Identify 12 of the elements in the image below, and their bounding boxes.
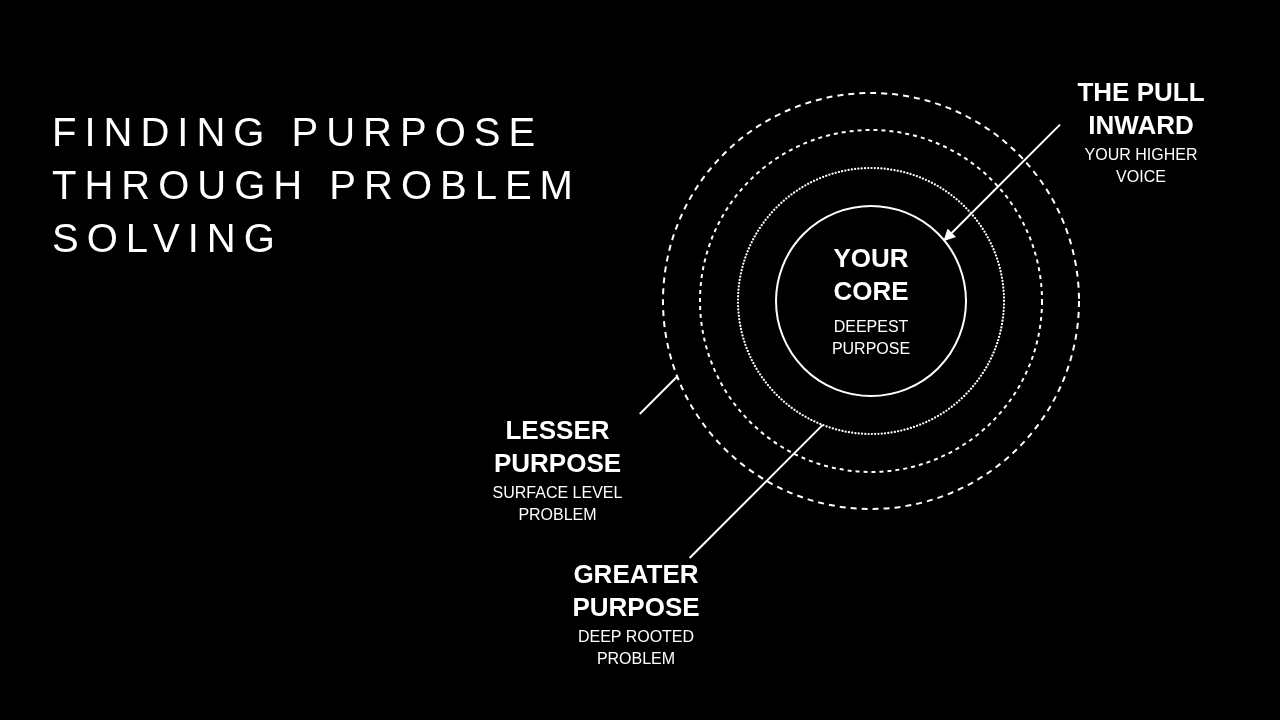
leader-line (688, 423, 824, 559)
description-text: SURFACE LEVEL PROBLEM (491, 483, 624, 525)
heading-text: LESSER PURPOSE (492, 414, 623, 480)
description-text: DEEP ROOTED PROBLEM (576, 627, 696, 669)
description-text: YOUR HIGHER VOICE (1083, 145, 1199, 187)
arrow (943, 123, 1061, 242)
heading-text: YOUR CORE (832, 242, 910, 308)
heading-text: THE PULL INWARD (1076, 76, 1206, 142)
heading-text: GREATER PURPOSE (571, 558, 701, 624)
leader-line (638, 375, 679, 415)
description-text: DEEPEST PURPOSE (830, 317, 912, 359)
title: FINDING PURPOSE THROUGH PROBLEM SOLVING (52, 109, 582, 262)
